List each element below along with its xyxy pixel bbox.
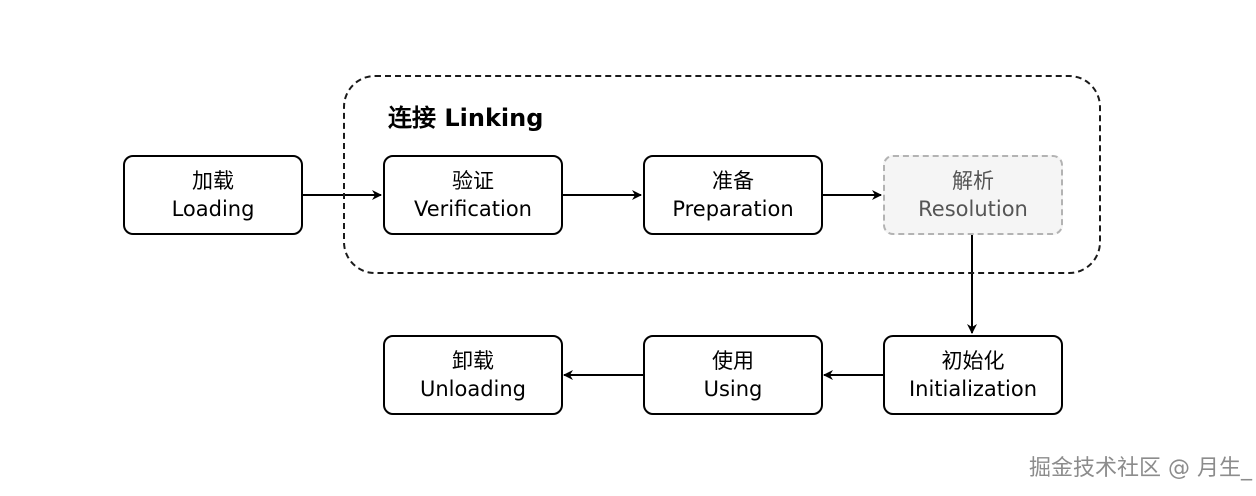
linking-group-box — [343, 75, 1101, 274]
node-initialization: 初始化 Initialization — [883, 335, 1063, 415]
node-loading-en: Loading — [171, 197, 255, 221]
node-initialization-zh: 初始化 — [941, 349, 1005, 373]
node-unloading-zh: 卸载 — [452, 349, 494, 373]
watermark-text: 掘金技术社区 @ 月生_ — [1029, 456, 1252, 481]
node-unloading-en: Unloading — [419, 377, 527, 401]
linking-group-title: 连接 Linking — [388, 104, 544, 132]
node-using-en: Using — [703, 377, 763, 401]
node-preparation-zh: 准备 — [712, 169, 754, 193]
node-loading: 加载 Loading — [123, 155, 303, 235]
node-preparation: 准备 Preparation — [643, 155, 823, 235]
node-using-zh: 使用 — [712, 349, 754, 373]
node-preparation-en: Preparation — [672, 197, 794, 221]
node-resolution-en: Resolution — [918, 197, 1028, 221]
node-resolution-zh: 解析 — [952, 169, 994, 193]
node-loading-zh: 加载 — [192, 169, 234, 193]
node-resolution: 解析 Resolution — [883, 155, 1063, 235]
node-initialization-en: Initialization — [908, 377, 1038, 401]
node-verification: 验证 Verification — [383, 155, 563, 235]
node-verification-zh: 验证 — [452, 169, 494, 193]
node-using: 使用 Using — [643, 335, 823, 415]
node-verification-en: Verification — [414, 197, 532, 221]
node-unloading: 卸载 Unloading — [383, 335, 563, 415]
